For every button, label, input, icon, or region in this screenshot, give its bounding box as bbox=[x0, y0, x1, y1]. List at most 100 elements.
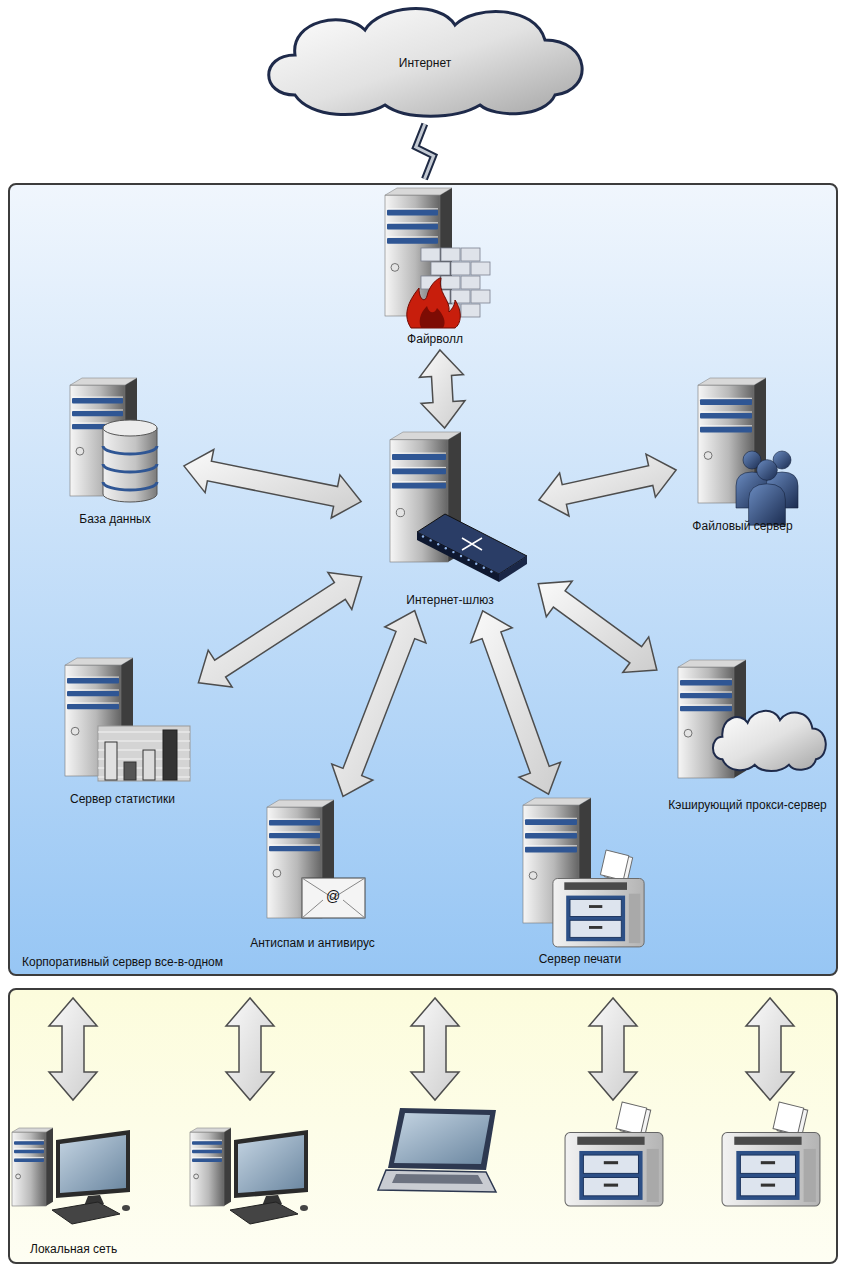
tower-stripe bbox=[680, 693, 732, 698]
tower-stripe bbox=[72, 398, 123, 403]
brick bbox=[461, 248, 480, 261]
stripe-highlight bbox=[392, 453, 446, 454]
printer-slot bbox=[564, 882, 627, 890]
node-label: Файловый сервер bbox=[640, 519, 845, 533]
power-button bbox=[391, 264, 399, 272]
tower-stripe bbox=[680, 706, 732, 711]
server-node: База данных bbox=[50, 378, 180, 526]
brick bbox=[461, 304, 480, 317]
switch-port bbox=[445, 547, 447, 549]
node-label: Сервер статистики bbox=[10, 792, 235, 806]
server-node: Сервер печати bbox=[515, 798, 645, 966]
cylinder-band bbox=[103, 446, 157, 454]
server-icon bbox=[240, 800, 385, 950]
chart-panel bbox=[98, 726, 190, 781]
switch-port bbox=[490, 570, 492, 572]
tower-top bbox=[65, 658, 133, 665]
node-label: Локальная сеть bbox=[30, 1242, 117, 1256]
power-button bbox=[71, 727, 79, 735]
chart-bar bbox=[143, 750, 155, 780]
stripe-highlight bbox=[700, 398, 752, 399]
cylinder-band bbox=[103, 464, 157, 472]
switch-port bbox=[452, 551, 454, 553]
brick bbox=[451, 290, 470, 303]
server-node: Файловый сервер bbox=[680, 378, 805, 533]
switch-port bbox=[460, 555, 462, 557]
tower-stripe bbox=[525, 833, 577, 839]
brick bbox=[471, 262, 490, 275]
server-icon bbox=[50, 378, 180, 526]
chart-bar bbox=[163, 730, 177, 780]
printer-body bbox=[553, 879, 644, 947]
node-label: Корпоративный сервер все-в-одном bbox=[22, 955, 223, 969]
switch-port bbox=[467, 559, 469, 561]
stripe-highlight bbox=[387, 208, 438, 209]
printer-side bbox=[629, 894, 640, 943]
server-icon bbox=[50, 658, 195, 806]
stripe-highlight bbox=[392, 467, 446, 468]
server-group-box: Корпоративный сервер все-в-одном Файрволл… bbox=[8, 183, 838, 976]
power-button bbox=[396, 509, 404, 517]
drawer-handle bbox=[589, 926, 602, 929]
brick bbox=[421, 248, 440, 261]
drawer-handle bbox=[589, 905, 602, 908]
server-node: Сервер статистики bbox=[50, 658, 195, 806]
server-icon bbox=[375, 188, 495, 346]
switch-port bbox=[437, 543, 439, 545]
envelope-at-sign: @ bbox=[326, 889, 340, 903]
stripe-highlight bbox=[392, 481, 446, 482]
switch-port bbox=[475, 563, 477, 565]
tower-stripe bbox=[269, 846, 320, 851]
tower-stripe bbox=[387, 210, 438, 216]
envelope bbox=[302, 878, 365, 918]
printer-panel bbox=[566, 896, 625, 942]
brick bbox=[471, 290, 490, 303]
server-node: Файрволл bbox=[375, 188, 495, 346]
stripe-highlight bbox=[269, 845, 320, 846]
tower-stripe bbox=[72, 411, 123, 416]
brick bbox=[441, 248, 460, 261]
stripe-highlight bbox=[680, 692, 732, 693]
switch-port bbox=[483, 567, 485, 569]
cylinder-band bbox=[103, 482, 157, 490]
switch-port bbox=[422, 535, 424, 537]
internet-cloud: Интернет bbox=[255, 0, 595, 120]
node-label: Интернет bbox=[255, 56, 595, 70]
lightning-link bbox=[416, 124, 434, 179]
stripe-highlight bbox=[72, 397, 123, 398]
person-body bbox=[749, 484, 786, 525]
person-head bbox=[757, 460, 778, 481]
brick bbox=[451, 262, 470, 275]
switch-front bbox=[417, 532, 499, 582]
brick bbox=[461, 276, 480, 289]
stripe-highlight bbox=[525, 845, 577, 846]
stripe-highlight bbox=[269, 819, 320, 820]
power-button bbox=[684, 729, 692, 737]
switch-port bbox=[429, 539, 431, 541]
tower-top bbox=[678, 660, 746, 667]
stripe-highlight bbox=[72, 410, 123, 411]
stripe-highlight bbox=[700, 425, 752, 426]
tower-stripe bbox=[700, 427, 752, 433]
cylinder-top bbox=[103, 420, 157, 436]
power-button bbox=[273, 869, 281, 877]
power-button bbox=[704, 452, 712, 460]
paper-sheet bbox=[600, 850, 629, 880]
tower-stripe bbox=[67, 678, 119, 683]
node-label: Интернет-шлюз bbox=[325, 593, 575, 607]
server-icon bbox=[660, 660, 835, 812]
node-label: Сервер печати bbox=[475, 952, 685, 966]
node-label: Антиспам и антивирус bbox=[200, 936, 425, 950]
node-label: Файрволл bbox=[335, 332, 535, 346]
lightning-outline bbox=[416, 124, 434, 179]
tower-stripe bbox=[392, 454, 446, 460]
proxy-cloud bbox=[713, 711, 826, 771]
cylinder-body bbox=[103, 428, 157, 502]
server-node: Кэширующий прокси-сервер bbox=[660, 660, 835, 812]
stripe-highlight bbox=[525, 818, 577, 819]
stripe-highlight bbox=[680, 705, 732, 706]
tower-top bbox=[698, 378, 766, 385]
tower-stripe bbox=[67, 704, 119, 709]
server-icon bbox=[365, 432, 535, 607]
